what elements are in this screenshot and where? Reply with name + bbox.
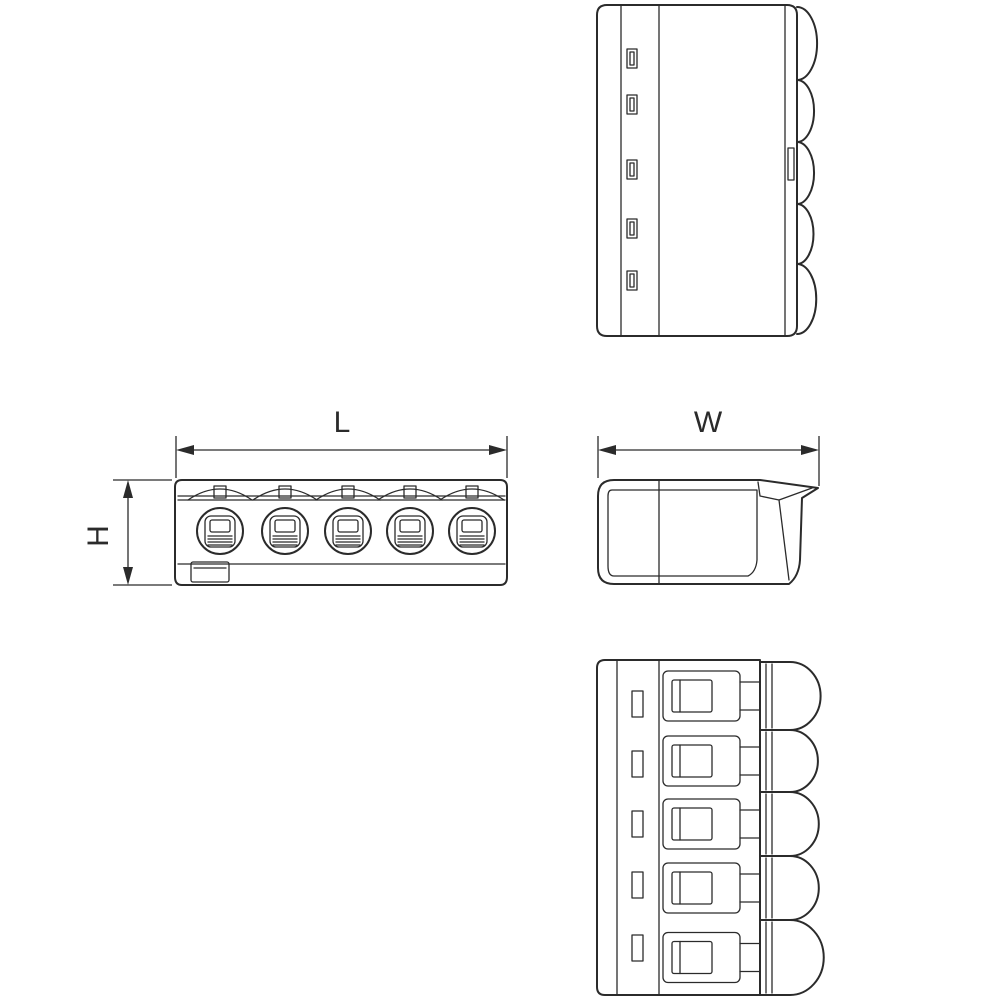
bottom-lever-window-2 (671, 744, 713, 778)
front-port-opening-1 (204, 515, 236, 548)
front-port-ring-3 (324, 507, 372, 555)
length-label: L (334, 406, 351, 439)
top-slot-1 (626, 48, 638, 69)
top-slot-3 (626, 159, 638, 180)
bottom-lever-clip-3 (662, 798, 741, 850)
bottom-lever-clip-2 (662, 735, 741, 787)
bottom-slot-2 (631, 750, 644, 778)
top-slot-5 (626, 270, 638, 291)
bottom-lever-window-1 (671, 679, 713, 713)
dimension-height: H (82, 479, 172, 586)
front-port-ring-1 (196, 507, 244, 555)
side-view (597, 479, 819, 585)
top-slot-inner-2 (629, 97, 635, 112)
dimension-width: W (597, 406, 820, 486)
front-port-window-4 (399, 519, 421, 533)
front-port-tab-4 (403, 485, 417, 499)
top-lever-tip-1 (796, 6, 819, 81)
top-view (596, 4, 819, 337)
top-slot-inner-3 (629, 162, 635, 177)
top-lever-tip-2 (796, 79, 816, 143)
height-label: H (82, 525, 115, 547)
front-view (174, 479, 508, 586)
top-view-slots (626, 48, 638, 291)
dimension-length: L (175, 406, 508, 478)
top-slot-inner-1 (629, 51, 635, 66)
front-port-tab-1 (213, 485, 227, 499)
bottom-lever-clip-4 (662, 862, 741, 914)
top-view-lever-tips (796, 6, 819, 335)
bottom-lever-2 (759, 729, 819, 793)
bottom-slot-1 (631, 690, 644, 718)
front-port-opening-4 (394, 515, 426, 548)
front-port-arch-1 (187, 488, 253, 501)
top-slot-inner-5 (629, 273, 635, 288)
front-port-opening-5 (456, 515, 488, 548)
front-view-ports (187, 485, 505, 555)
front-port-arch-4 (377, 488, 443, 501)
bottom-view-slots (631, 690, 644, 962)
front-port-tab-2 (278, 485, 292, 499)
front-port-arch-2 (252, 488, 318, 501)
front-port-opening-3 (332, 515, 364, 548)
bottom-lever-5 (759, 919, 825, 996)
bottom-view-levers (662, 661, 825, 996)
bottom-lever-1 (759, 661, 822, 731)
front-port-tab-3 (341, 485, 355, 499)
top-slot-inner-4 (629, 221, 635, 236)
bottom-lever-window-4 (671, 871, 713, 905)
top-lever-tip-5 (796, 263, 818, 335)
front-port-window-1 (209, 519, 231, 533)
bottom-lever-4 (759, 855, 820, 921)
bottom-lever-clip-1 (662, 670, 741, 722)
release-tab (190, 561, 230, 583)
bottom-lever-window-3 (671, 807, 713, 841)
top-lever-tip-4 (796, 203, 815, 265)
top-slot-2 (626, 94, 638, 115)
bottom-lever-clip-5 (662, 931, 741, 984)
front-port-window-2 (274, 519, 296, 533)
front-port-ring-2 (261, 507, 309, 555)
front-port-ring-5 (448, 507, 496, 555)
front-port-arch-5 (439, 488, 505, 501)
bottom-slot-3 (631, 810, 644, 838)
bottom-lever-window-5 (671, 940, 713, 975)
bottom-slot-4 (631, 871, 644, 899)
front-port-window-5 (461, 519, 483, 533)
bottom-slot-5 (631, 934, 644, 962)
front-port-ring-4 (386, 507, 434, 555)
front-port-opening-2 (269, 515, 301, 548)
bottom-view (596, 659, 825, 996)
front-port-arch-3 (315, 488, 381, 501)
top-slot-4 (626, 218, 638, 239)
front-port-window-3 (337, 519, 359, 533)
bottom-lever-3 (759, 791, 820, 857)
front-port-tab-5 (465, 485, 479, 499)
width-label: W (694, 406, 723, 439)
top-lever-tip-3 (796, 141, 816, 205)
